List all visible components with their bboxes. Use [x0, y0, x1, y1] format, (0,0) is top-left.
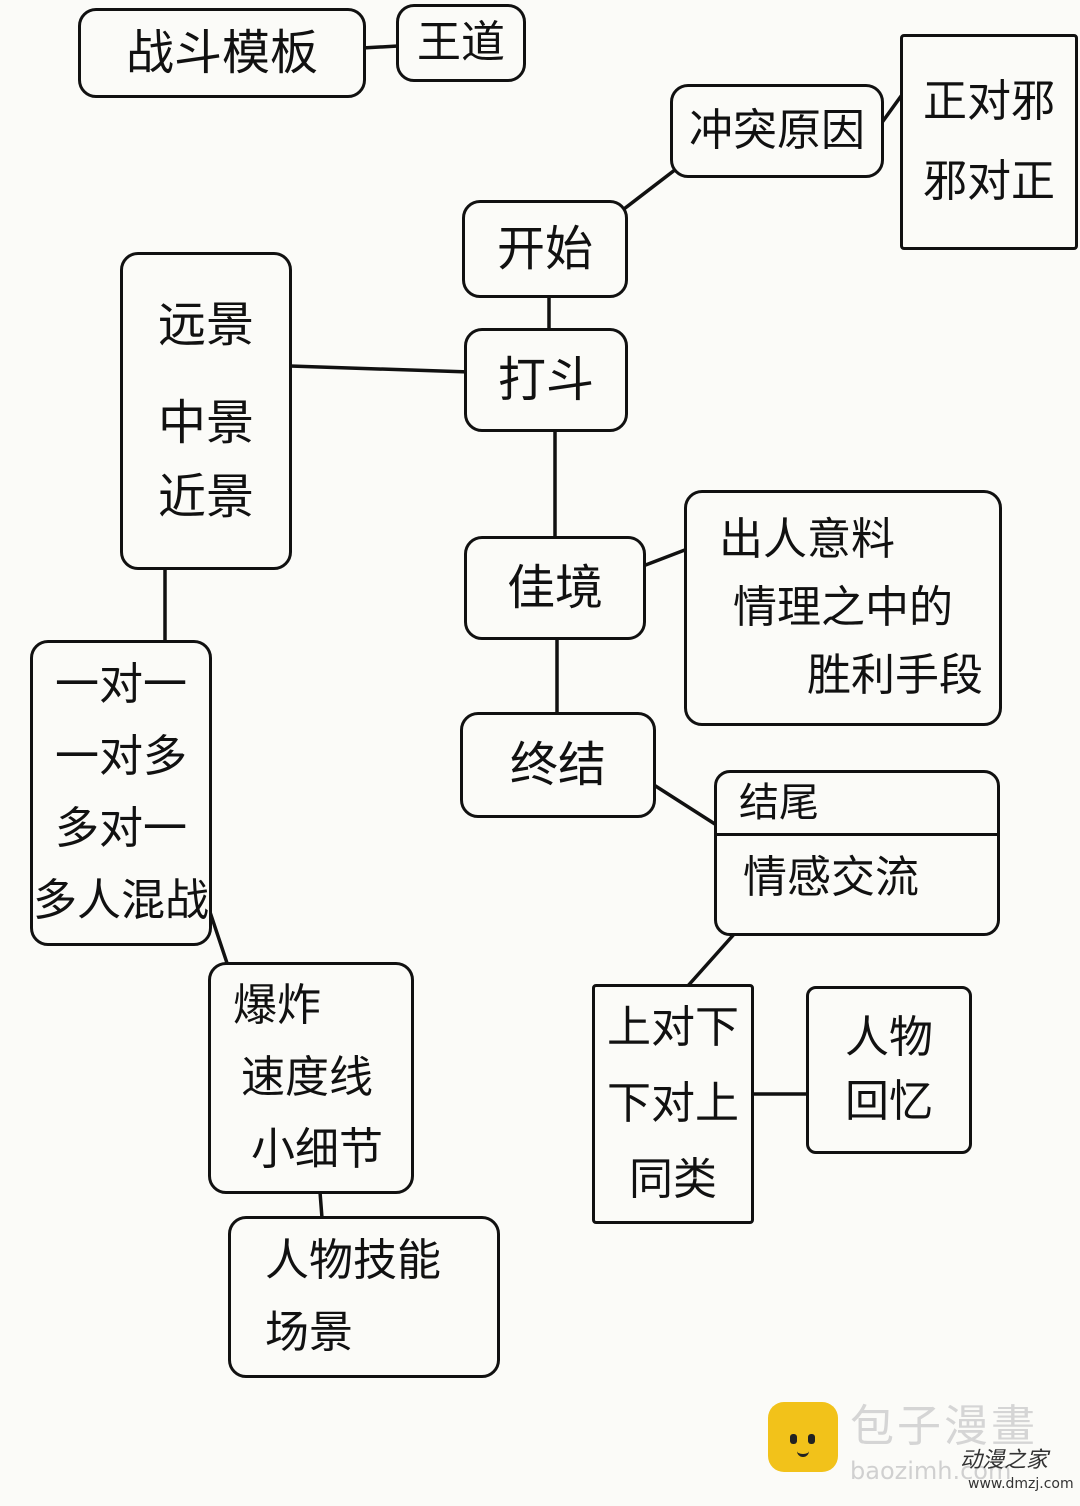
- node-label: 下对上: [607, 1078, 739, 1129]
- watermark-site-url: www.dmzj.com: [968, 1476, 1074, 1492]
- node-label: 胜利手段: [807, 650, 983, 701]
- node-conflict-cause: 冲突原因: [670, 84, 884, 178]
- node-label: 邪对正: [923, 156, 1055, 207]
- node-matchups: 一对一 一对多 多对一 多人混战: [30, 640, 212, 946]
- node-label: 一对多: [55, 731, 187, 782]
- node-label: 结尾: [739, 780, 819, 826]
- node-label: 开始: [496, 221, 593, 277]
- node-label: 正对邪: [923, 76, 1055, 127]
- node-label: 多对一: [55, 803, 187, 854]
- node-label: 近景: [157, 469, 254, 525]
- node-label: 多人混战: [33, 875, 209, 926]
- node-shots: 远景 中景 近景: [120, 252, 292, 570]
- node-label: 速度线: [241, 1052, 373, 1103]
- title-tag-box: 王道: [396, 4, 526, 82]
- node-label: 人物: [845, 1012, 933, 1063]
- node-label: 佳境: [506, 560, 603, 616]
- title-tag: 王道: [417, 17, 505, 68]
- node-label: 打斗: [497, 352, 594, 408]
- node-skills-scene: 人物技能 场景: [228, 1216, 500, 1378]
- node-finale: 终结: [460, 712, 656, 818]
- connector-climax-detail: [641, 546, 692, 568]
- title-box: 战斗模板: [78, 8, 366, 98]
- ending-body: 情感交流: [717, 836, 997, 906]
- node-relations: 上对下 下对上 同类: [592, 984, 754, 1224]
- node-label: 场景: [265, 1307, 353, 1358]
- node-good-vs-evil: 正对邪 邪对正: [900, 34, 1078, 250]
- connector-start-cause: [618, 164, 682, 214]
- diagram-title: 战斗模板: [125, 25, 318, 81]
- ending-head: 结尾: [717, 773, 997, 836]
- watermark: 包子漫畫 baozimh.com 动漫之家 www.dmzj.com: [762, 1398, 1074, 1498]
- node-label: 情感交流: [743, 852, 919, 903]
- node-label: 出人意料: [719, 514, 895, 565]
- bun-logo-icon: [768, 1402, 838, 1472]
- node-label: 一对一: [55, 659, 187, 710]
- node-label: 情理之中的: [733, 582, 953, 633]
- watermark-url: baozimh.com: [850, 1457, 1012, 1485]
- node-label: 人物技能: [265, 1235, 441, 1286]
- node-memory: 人物 回忆: [806, 986, 972, 1154]
- node-climax: 佳境: [464, 536, 646, 640]
- node-label: 终结: [509, 737, 606, 793]
- node-effects: 爆炸 速度线 小细节: [208, 962, 414, 1194]
- node-label: 回忆: [845, 1076, 933, 1127]
- node-fight: 打斗: [464, 328, 628, 432]
- node-label: 上对下: [607, 1002, 739, 1053]
- node-label: 爆炸: [233, 980, 321, 1031]
- node-label: 远景: [157, 297, 254, 353]
- node-start: 开始: [462, 200, 628, 298]
- node-label: 同类: [629, 1154, 717, 1205]
- connector-fight-shots: [288, 364, 472, 374]
- node-label: 小细节: [251, 1124, 383, 1175]
- node-label: 冲突原因: [689, 105, 865, 156]
- connector-title-tag: [360, 44, 400, 50]
- connector-ending-relations: [684, 930, 738, 990]
- connector-effects-skills: [318, 1190, 324, 1220]
- node-climax-detail: 出人意料 情理之中的 胜利手段: [684, 490, 1002, 726]
- node-label: 中景: [157, 395, 254, 451]
- watermark-site: 动漫之家: [960, 1448, 1049, 1473]
- watermark-name: 包子漫畫: [850, 1401, 1038, 1452]
- node-ending: 结尾 情感交流: [714, 770, 1000, 936]
